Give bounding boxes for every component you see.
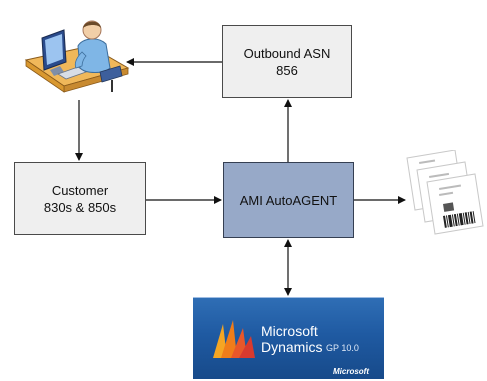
ami-autoagent-box: AMI AutoAGENT <box>223 162 354 238</box>
computer-user-icon <box>24 20 130 93</box>
customer-box: Customer 830s & 850s <box>14 162 146 235</box>
logo-brand-text: Microsoft <box>333 367 369 376</box>
dynamics-logo-mark-icon <box>213 320 255 358</box>
shipping-labels-icon <box>406 150 484 235</box>
ami-autoagent-label: AMI AutoAGENT <box>239 192 338 208</box>
logo-microsoft-text: Microsoft <box>261 323 318 339</box>
outbound-asn-title: Outbound ASN <box>243 45 331 61</box>
microsoft-dynamics-logo: Microsoft Dynamics GP 10.0 Microsoft <box>193 297 384 379</box>
logo-version-text: GP 10.0 <box>326 343 359 353</box>
customer-codes: 830s & 850s <box>43 199 117 215</box>
logo-dynamics-text: Dynamics <box>261 339 323 355</box>
outbound-asn-code: 856 <box>276 62 298 78</box>
customer-title: Customer <box>51 182 109 198</box>
outbound-asn-box: Outbound ASN 856 <box>222 25 352 98</box>
